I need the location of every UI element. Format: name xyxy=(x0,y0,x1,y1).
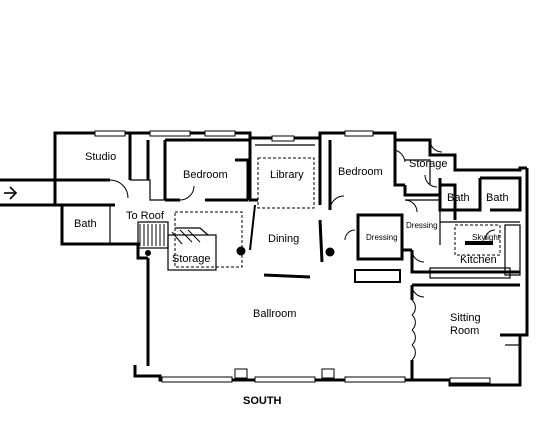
columns xyxy=(145,246,335,257)
partitions xyxy=(249,204,493,283)
room-storage-mid: Storage xyxy=(172,253,211,265)
room-storage-top: Storage xyxy=(409,158,448,170)
staircase xyxy=(139,224,201,246)
room-ballroom: Ballroom xyxy=(253,308,296,320)
room-dressing-1: Dressing xyxy=(366,233,398,242)
room-skylight: Skylight xyxy=(472,233,501,242)
orientation-label: SOUTH xyxy=(243,395,282,407)
room-bath-right-1: Bath xyxy=(447,192,470,204)
room-library: Library xyxy=(270,169,304,181)
room-sitting-line2: Room xyxy=(450,325,479,337)
room-studio: Studio xyxy=(85,151,116,163)
entry-corridor xyxy=(0,178,115,207)
room-bath-right-2: Bath xyxy=(486,192,509,204)
arrow-right-icon xyxy=(4,186,18,200)
room-bath-left: Bath xyxy=(74,218,97,230)
room-dining: Dining xyxy=(268,233,299,245)
room-to-roof: To Roof xyxy=(126,210,165,222)
dashed-outlines xyxy=(174,157,501,268)
interior-walls xyxy=(62,133,522,380)
top-windows xyxy=(94,130,374,142)
room-labels: Studio Bedroom Library Bedroom Storage B… xyxy=(74,151,509,337)
doors xyxy=(109,139,496,361)
room-sitting-line1: Sitting xyxy=(450,312,481,324)
bottom-windows xyxy=(161,368,491,384)
room-kitchen: Kitchen xyxy=(460,254,497,266)
room-bedroom-left: Bedroom xyxy=(183,169,228,181)
room-bedroom-right: Bedroom xyxy=(338,166,383,178)
room-dressing-2: Dressing xyxy=(406,221,438,230)
